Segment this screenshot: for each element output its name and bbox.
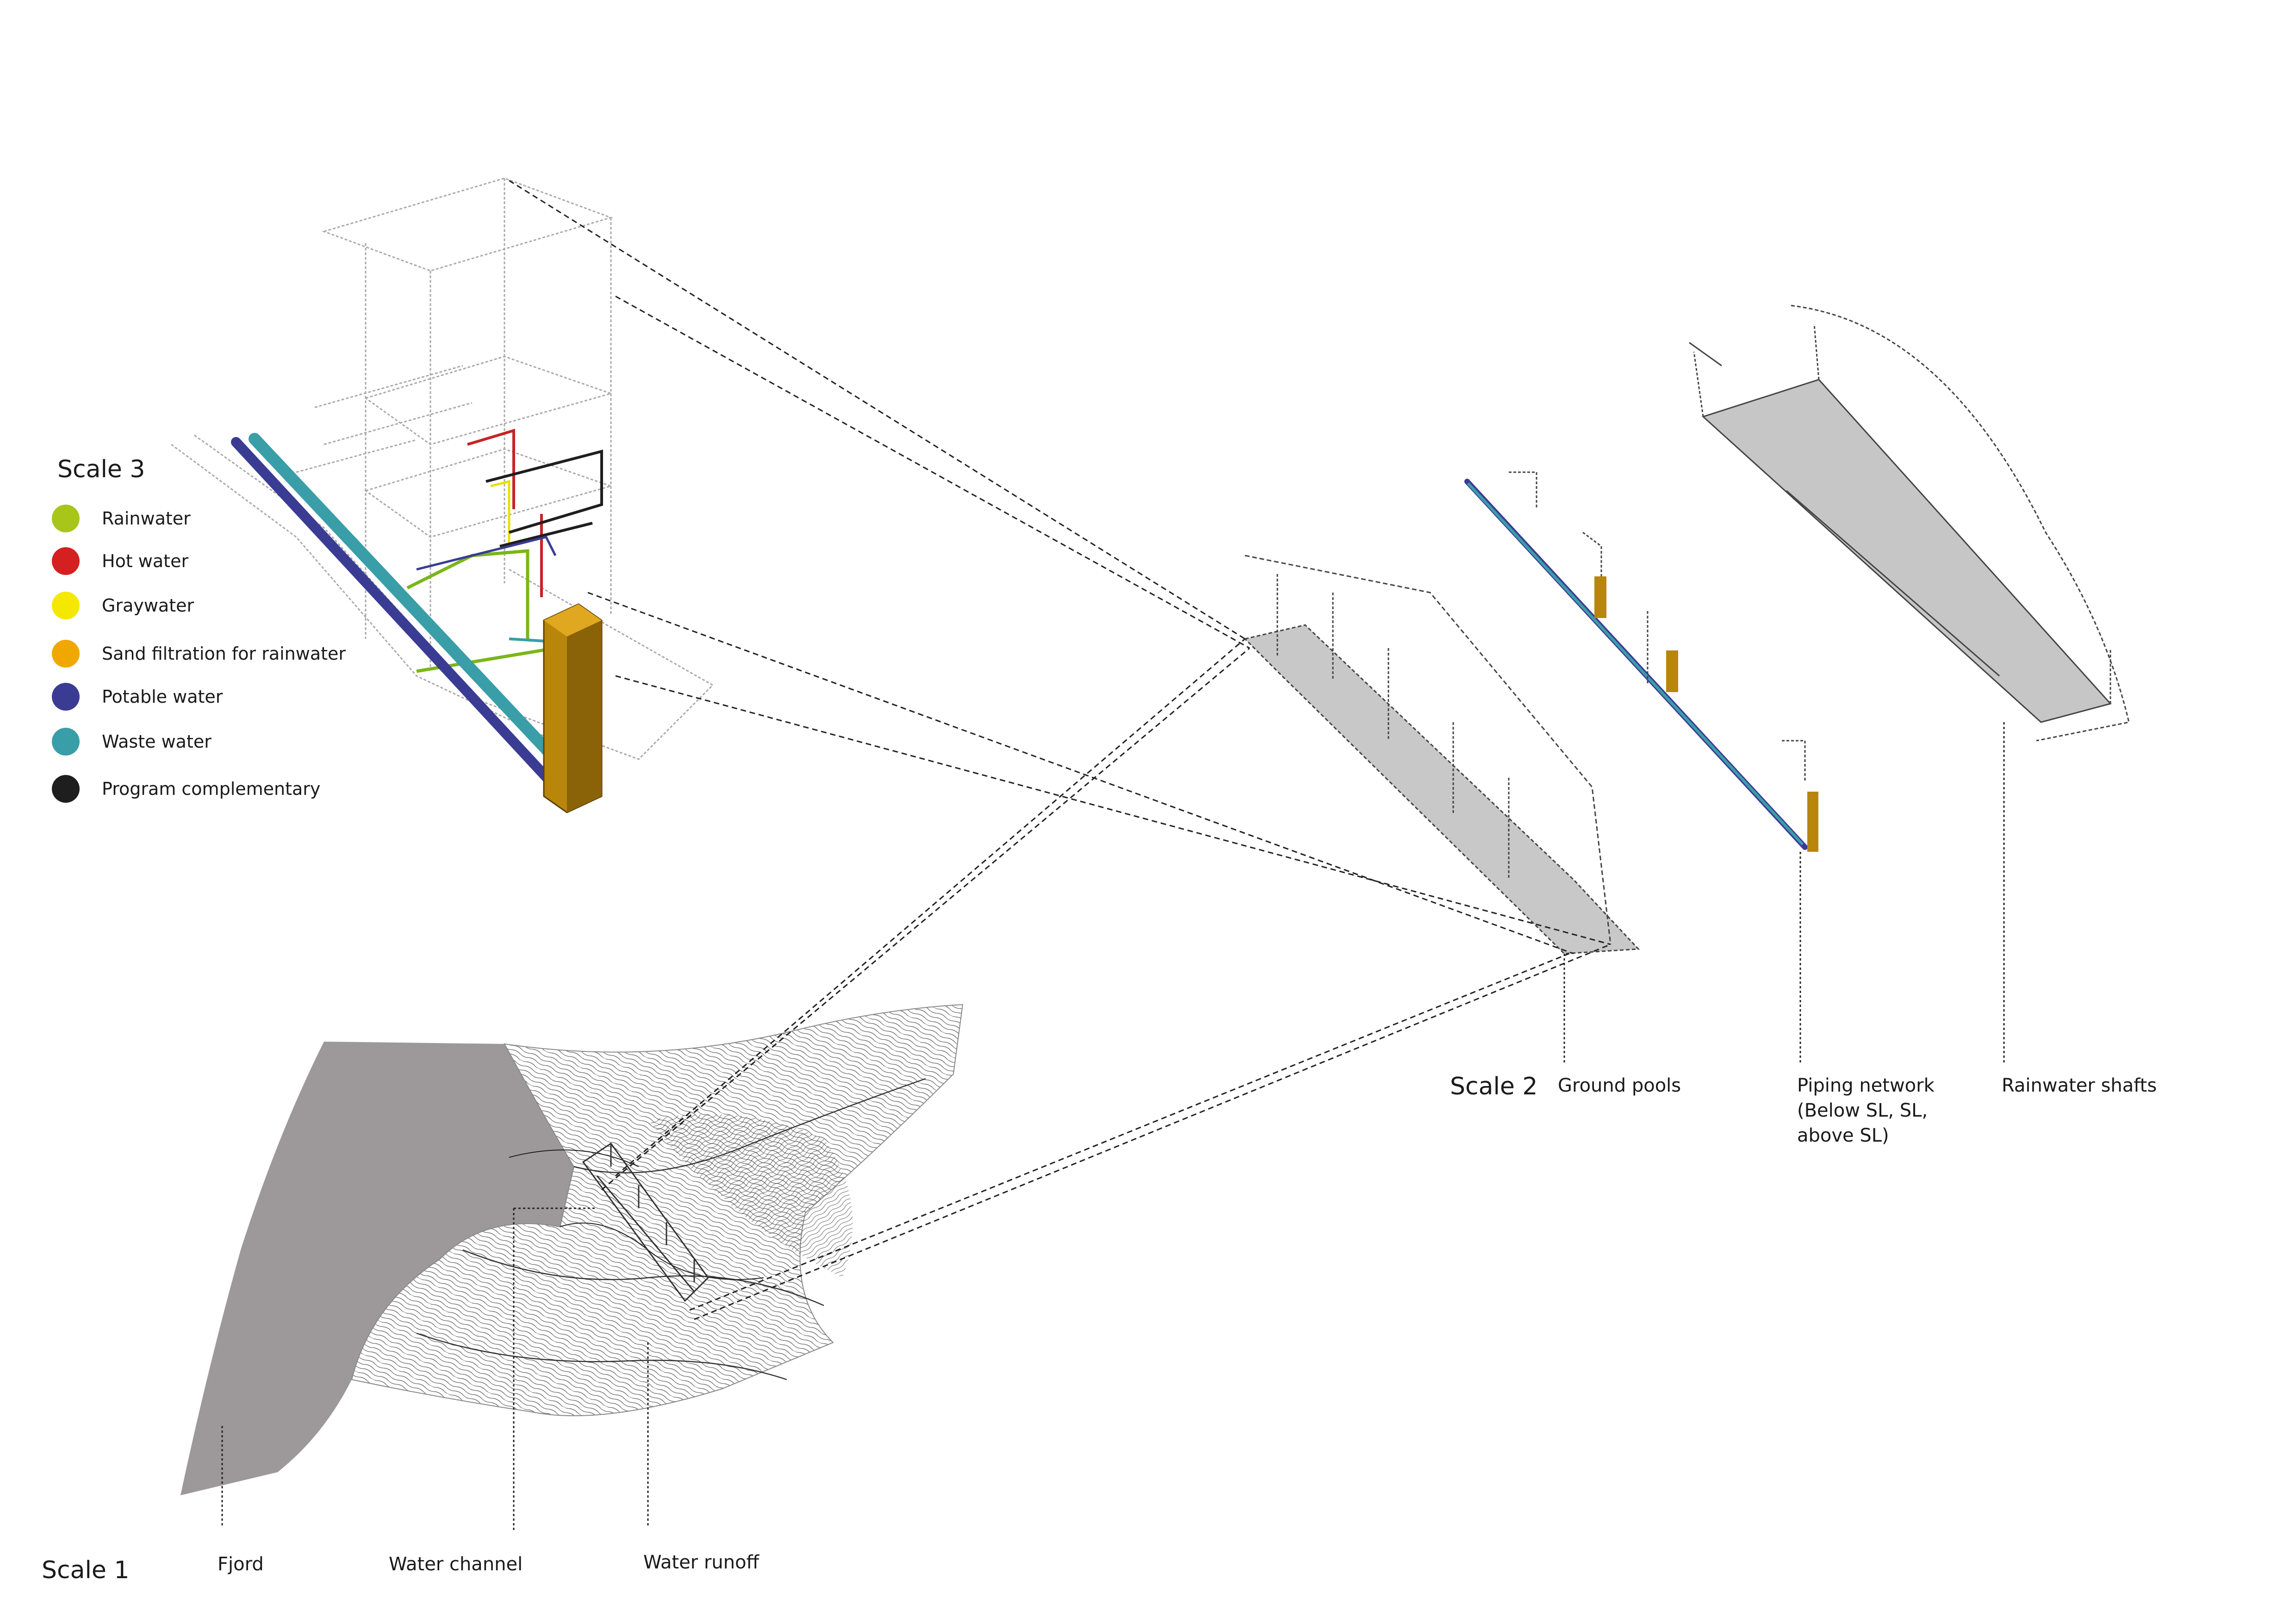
scale2-piping-network bbox=[1464, 471, 1818, 852]
legend-label: Program complementary bbox=[102, 779, 321, 799]
scale3-frame bbox=[171, 177, 714, 760]
terrain-contours bbox=[351, 1004, 964, 1417]
legend-item-hot-water: Hot water bbox=[52, 547, 422, 575]
piping-tank-2 bbox=[1666, 650, 1678, 692]
legend-label: Hot water bbox=[102, 551, 189, 571]
piping-tank-3 bbox=[1807, 792, 1818, 852]
pipe-waste-water bbox=[249, 433, 566, 770]
legend-swatch-graywater bbox=[52, 592, 80, 619]
legend-label: Potable water bbox=[102, 687, 223, 707]
legend-item-waste-water: Waste water bbox=[52, 728, 422, 756]
scale2-ground-pools bbox=[1244, 555, 1640, 955]
label-ground-pools: Ground pools bbox=[1558, 1075, 1681, 1096]
legend-swatch-hot-water bbox=[52, 547, 80, 575]
label-piping-network-line3: above SL) bbox=[1797, 1125, 1889, 1146]
water-channel-structure bbox=[582, 1142, 709, 1302]
leader-lines bbox=[221, 722, 2005, 1532]
legend-swatch-potable-water bbox=[52, 683, 80, 711]
legend-label: Rainwater bbox=[102, 508, 191, 529]
legend-item-sand-filtration: Sand filtration for rainwater bbox=[52, 640, 422, 668]
pipe-hot-water bbox=[467, 428, 543, 597]
scale3-pipes bbox=[231, 428, 603, 813]
label-piping-network-line2: (Below SL, SL, bbox=[1797, 1100, 1928, 1121]
scale1-title: Scale 1 bbox=[42, 1556, 130, 1584]
label-water-runoff: Water runoff bbox=[643, 1552, 759, 1573]
legend-item-potable-water: Potable water bbox=[52, 683, 422, 711]
legend-swatch-rainwater bbox=[52, 505, 80, 532]
legend-label: Sand filtration for rainwater bbox=[102, 643, 346, 664]
legend-item-rainwater: Rainwater bbox=[52, 505, 422, 532]
label-fjord: Fjord bbox=[218, 1554, 264, 1575]
fjord-surface bbox=[180, 1042, 574, 1495]
scale2-title: Scale 2 bbox=[1450, 1073, 1538, 1100]
pipe-program bbox=[485, 450, 603, 548]
label-piping-network: Piping network (Below SL, SL, above SL) bbox=[1797, 1073, 1991, 1148]
scale2-rainwater-shafts bbox=[1689, 305, 2130, 742]
legend-swatch-program-complementary bbox=[52, 775, 80, 803]
legend-swatch-sand-filtration bbox=[52, 640, 80, 668]
legend-item-program-complementary: Program complementary bbox=[52, 775, 422, 803]
legend-label: Graywater bbox=[102, 595, 194, 616]
terrain-contours-secondary bbox=[648, 1114, 853, 1278]
label-rainwater-shafts: Rainwater shafts bbox=[2002, 1075, 2157, 1096]
scale1-terrain bbox=[180, 1004, 964, 1495]
legend-label: Waste water bbox=[102, 731, 212, 752]
label-piping-network-line1: Piping network bbox=[1797, 1075, 1935, 1096]
pipe-graywater bbox=[490, 480, 510, 546]
pipe-potable-water bbox=[231, 437, 560, 792]
scale3-title: Scale 3 bbox=[57, 456, 145, 483]
projection-lines bbox=[509, 180, 1611, 1320]
label-water-channel: Water channel bbox=[389, 1554, 523, 1575]
legend-item-graywater: Graywater bbox=[52, 592, 422, 619]
legend-swatch-waste-water bbox=[52, 728, 80, 756]
piping-tank-1 bbox=[1594, 576, 1606, 618]
